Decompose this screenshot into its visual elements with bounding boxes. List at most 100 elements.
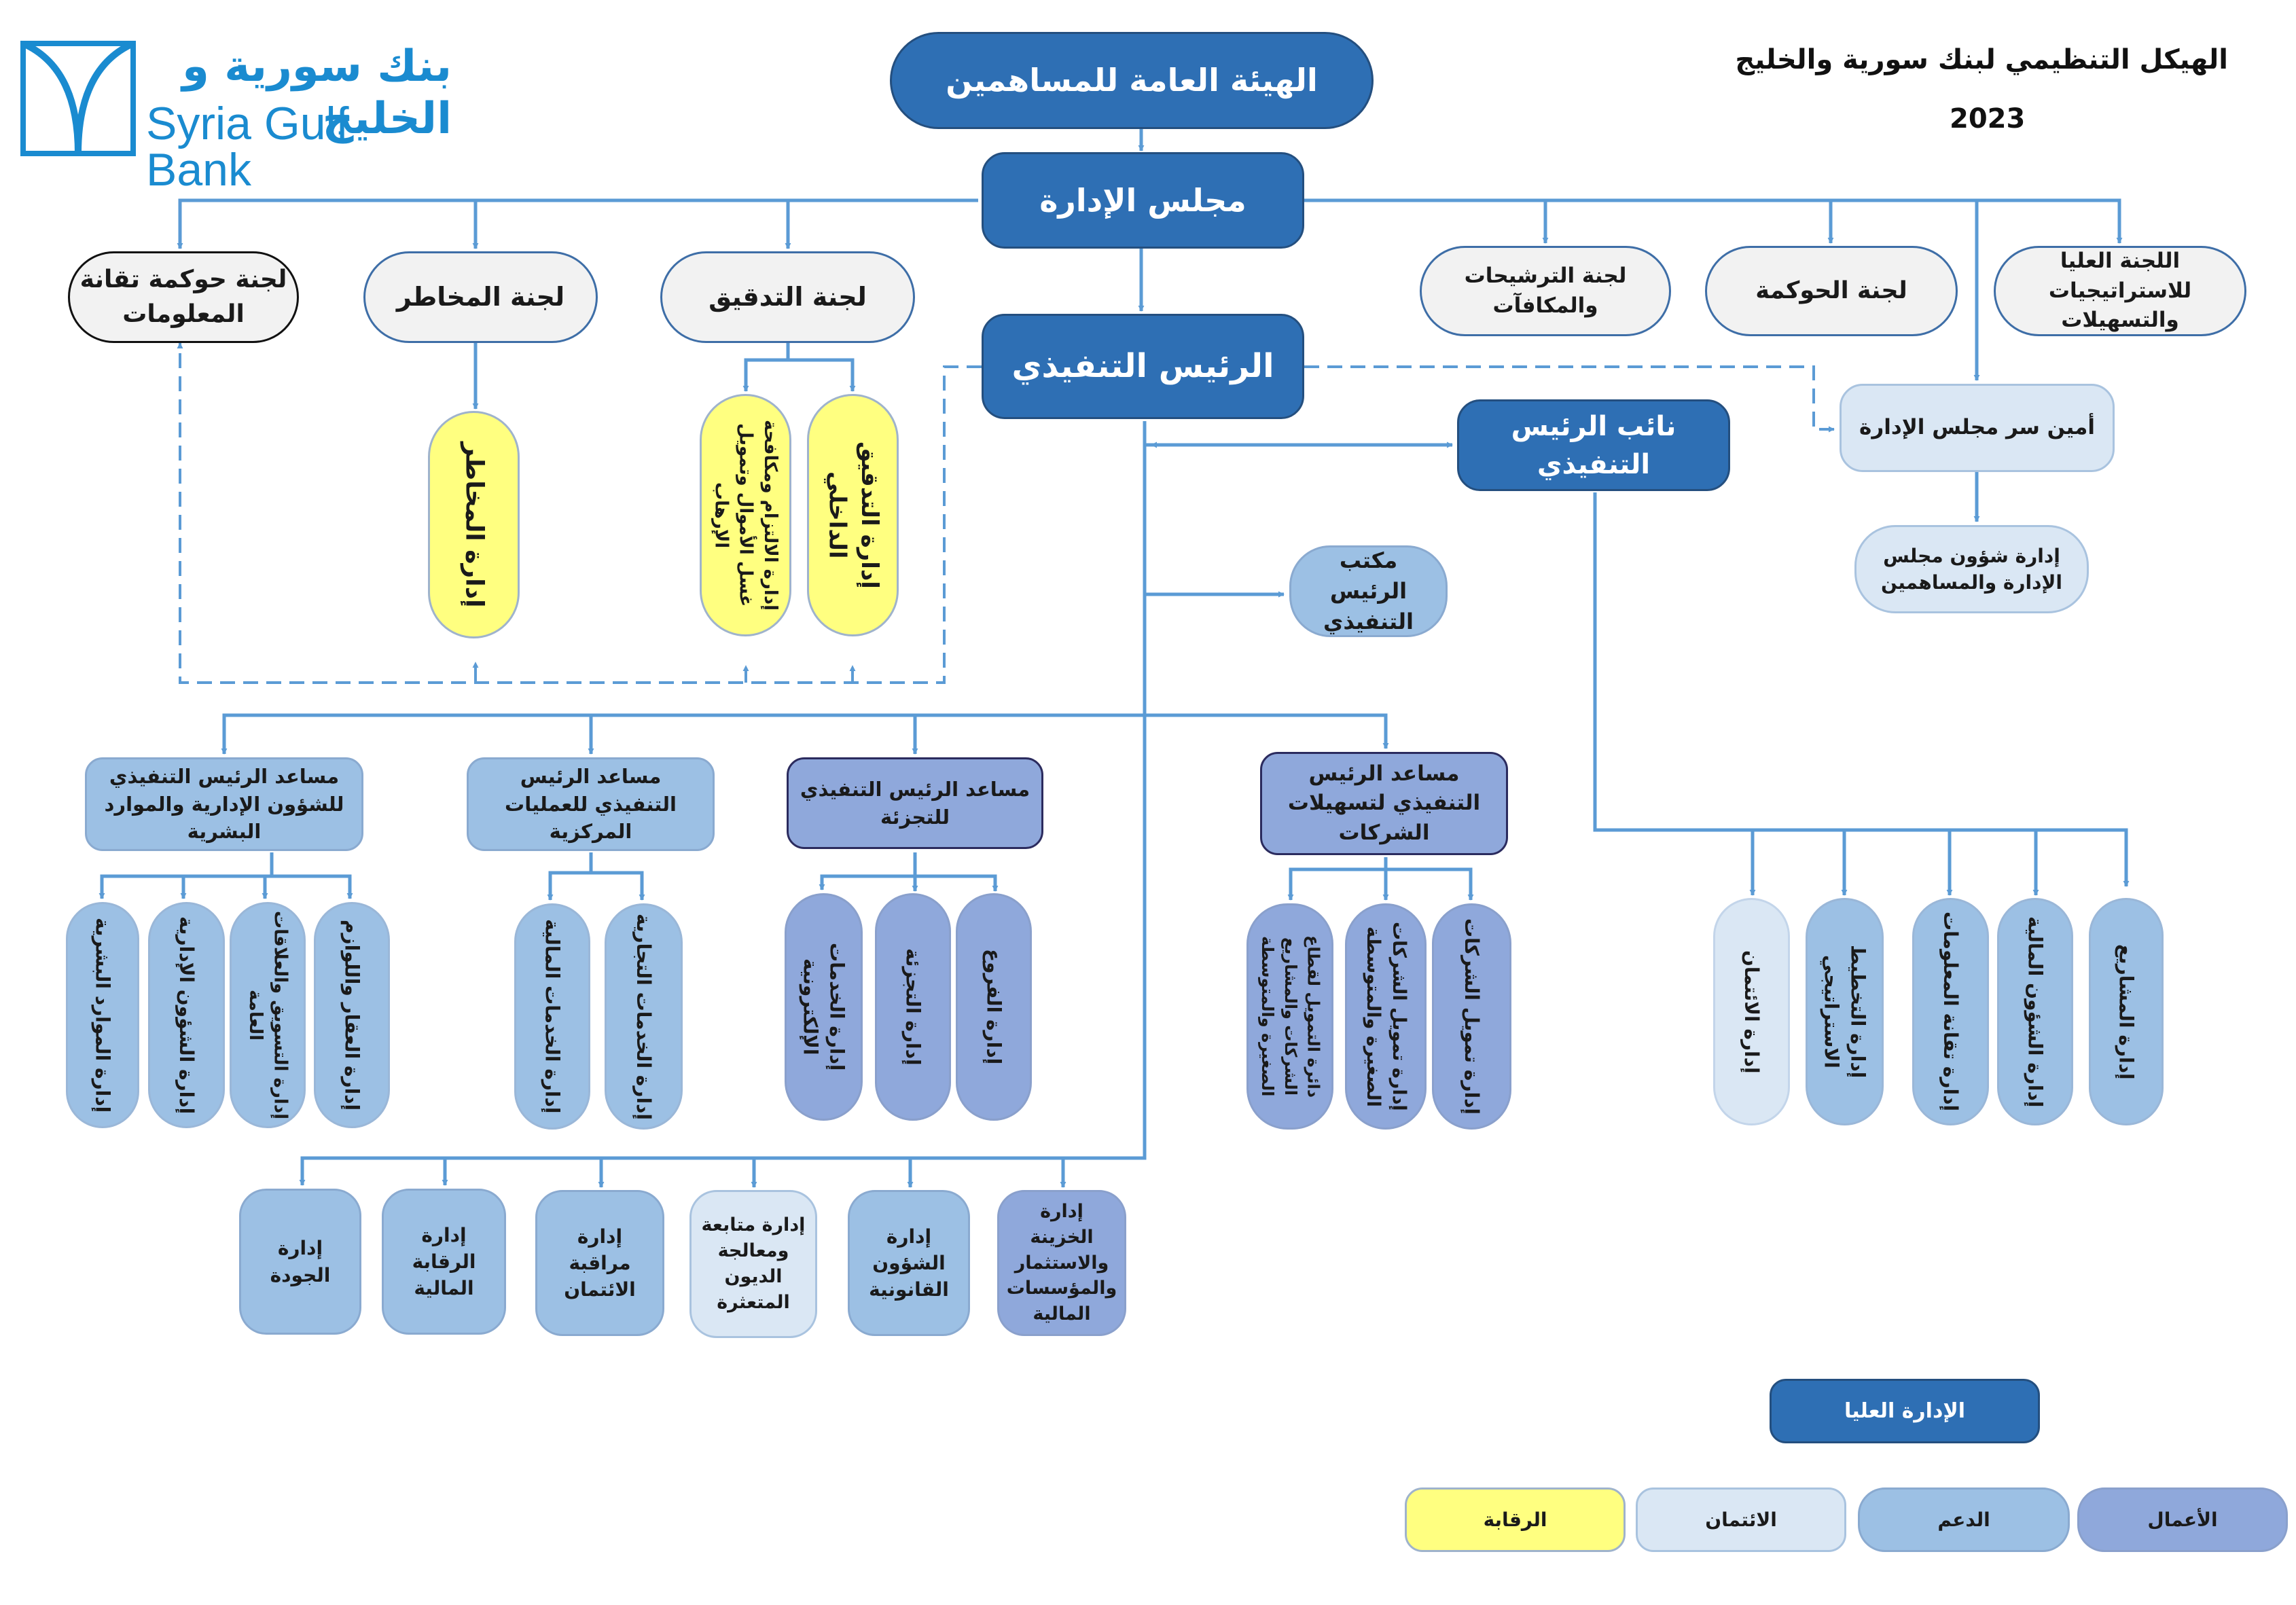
unit-admin-affairs-label: إدارة الشؤون الإدارية [175,916,198,1115]
unit-quality[interactable]: إدارة الجودة [239,1189,361,1335]
internal-audit-unit[interactable]: إدارة التدقيق الداخلي [807,394,899,636]
ceo-office-box[interactable]: مكتب الرئيس التنفيذي [1289,545,1448,637]
unit-projects-label: إدارة المشاريع [2115,943,2138,1080]
unit-trade-services[interactable]: إدارة الخدمات التجارية [605,903,683,1130]
logo-english: Syria Gulf Bank [146,98,349,196]
unit-financial-control-label: إدارة الرقابة المالية [412,1223,476,1300]
legend-support-label: الدعم [1937,1508,1990,1531]
unit-financial-control[interactable]: إدارة الرقابة المالية [382,1189,506,1335]
board-label: مجلس الإدارة [1039,181,1246,219]
legend-business-label: الأعمال [2147,1508,2218,1531]
unit-strategic-planning-label: إدارة التخطيط الاستراتيجي [1820,945,1869,1079]
unit-legal[interactable]: إدارة الشؤون القانونية [848,1190,970,1336]
unit-sme-financing-dept-label: دائرة التمويل لقطاع الشركات والمشاريع ال… [1258,935,1323,1098]
unit-branches[interactable]: إدارة الفروع [956,893,1032,1121]
board-secretary-label: أمين سر مجلس الإدارة [1859,415,2095,440]
unit-credit-monitoring-label: إدارة مراقبة الائتمان [564,1225,636,1301]
unit-it[interactable]: إدارة تقانة المعلومات [1912,898,1989,1125]
audit-committee[interactable]: لجنة التدقيق [660,251,915,343]
deputy-ceo-label: نائب الرئيس التنفيذي [1511,410,1676,480]
chart-title: الهيكل التنظيمي لبنك سورية والخليج [1735,44,2228,75]
ceo-office-label: مكتب الرئيس التنفيذي [1323,547,1414,634]
strategy-committee-label: اللجنة العليا للاستراتيجيات والتسهيلات [2048,249,2192,333]
audit-committee-label: لجنة التدقيق [708,281,867,312]
aml-unit[interactable]: إدارة الالتزام ومكافحة غسل الأموال وتموي… [700,394,791,636]
governance-committee[interactable]: لجنة الحوكمة [1705,246,1958,336]
board-box[interactable]: مجلس الإدارة [982,152,1304,249]
unit-real-estate[interactable]: إدارة العقار واللوازم [314,902,390,1128]
logo-arabic: بنك سورية و الخليج [182,41,452,144]
risks-committee-label: لجنة المخاطر [396,281,565,312]
unit-finance[interactable]: إدارة الشؤون المالية [1997,898,2073,1125]
unit-financial-services[interactable]: إدارة الخدمات المالية [514,903,590,1130]
risk-management-unit[interactable]: إدارة المخاطر [428,411,520,638]
general-assembly-box[interactable]: الهيئة العامة للمساهمين [890,32,1374,129]
unit-hr-label: إدارة الموارد البشرية [91,917,114,1113]
strategy-committee[interactable]: اللجنة العليا للاستراتيجيات والتسهيلات [1994,246,2246,336]
unit-marketing-label: إدارة التسويق والعلاقات العامة [245,911,291,1119]
nominations-committee-label: لجنة الترشيحات والمكافآت [1464,264,1627,318]
unit-quality-label: إدارة الجودة [270,1237,331,1286]
internal-audit-label: إدارة التدقيق الداخلي [823,441,884,589]
legend-control: الرقابة [1405,1487,1626,1552]
unit-strategic-planning[interactable]: إدارة التخطيط الاستراتيجي [1806,898,1884,1125]
deputy-ceo-box[interactable]: نائب الرئيس التنفيذي [1457,399,1730,491]
unit-e-services[interactable]: إدارة الخدمات الإلكترونية [785,893,863,1121]
chart-year: 2023 [1950,103,2026,134]
unit-financial-services-label: إدارة الخدمات المالية [541,919,564,1114]
unit-bad-debts[interactable]: إدارة متابعة ومعالجة الديون المتعثرة [689,1190,817,1338]
assistant-retail-label: مساعد الرئيس التنفيذي للتجزئة [800,777,1030,829]
assistant-corporate-label: مساعد الرئيس التنفيذي لتسهيلات الشركات [1287,761,1481,845]
unit-sme-financing[interactable]: إدارة تمويل الشركات الصغيرة والمتوسطة [1345,903,1427,1130]
unit-retail-label: إدارة التجزئة [901,948,925,1066]
it-governance-committee[interactable]: لجنة حوكمة تقانة المعلومات [68,251,299,343]
unit-projects[interactable]: إدارة المشاريع [2089,898,2164,1125]
legend-support: الدعم [1858,1487,2070,1552]
assistant-operations-box[interactable]: مساعد الرئيس التنفيذي للعمليات المركزية [467,757,715,851]
legend-credit: الائتمان [1636,1487,1846,1552]
unit-admin-affairs[interactable]: إدارة الشؤون الإدارية [148,902,225,1128]
unit-bad-debts-label: إدارة متابعة ومعالجة الديون المتعثرة [701,1214,806,1313]
risk-management-label: إدارة المخاطر [460,441,488,608]
unit-branches-label: إدارة الفروع [982,949,1005,1065]
ceo-box[interactable]: الرئيس التنفيذي [982,314,1304,419]
unit-finance-label: إدارة الشؤون المالية [2024,916,2047,1108]
general-assembly-label: الهيئة العامة للمساهمين [946,62,1318,99]
board-affairs-label: إدارة شؤون مجلس الإدارة والمساهمين [1881,544,2062,594]
unit-treasury[interactable]: إدارة الخزينة والاستثمار والمؤسسات المال… [997,1190,1126,1336]
it-governance-label: لجنة حوكمة تقانة المعلومات [79,266,287,328]
board-affairs-box[interactable]: إدارة شؤون مجلس الإدارة والمساهمين [1854,525,2089,613]
bank-logo: بنك سورية و الخليج Syria Gulf Bank [20,41,455,193]
unit-e-services-label: إدارة الخدمات الإلكترونية [799,943,848,1071]
legend-business: الأعمال [2077,1487,2288,1552]
unit-treasury-label: إدارة الخزينة والاستثمار والمؤسسات المال… [1006,1201,1117,1325]
risks-committee[interactable]: لجنة المخاطر [363,251,598,343]
unit-retail[interactable]: إدارة التجزئة [875,893,951,1121]
assistant-admin-hr-box[interactable]: مساعد الرئيس التنفيذي للشؤون الإدارية وا… [85,757,363,851]
assistant-retail-box[interactable]: مساعد الرئيس التنفيذي للتجزئة [787,757,1043,849]
unit-hr[interactable]: إدارة الموارد البشرية [66,902,139,1128]
legend-control-label: الرقابة [1483,1508,1547,1531]
legend-senior: الإدارة العليا [1770,1379,2040,1443]
unit-sme-financing-label: إدارة تمويل الشركات الصغيرة والمتوسطة [1363,922,1410,1111]
unit-credit-label: إدارة الائتمان [1740,950,1763,1074]
assistant-operations-label: مساعد الرئيس التنفيذي للعمليات المركزية [505,765,677,844]
aml-label: إدارة الالتزام ومكافحة غسل الأموال وتموي… [711,419,781,611]
board-secretary-box[interactable]: أمين سر مجلس الإدارة [1840,384,2115,472]
unit-credit[interactable]: إدارة الائتمان [1713,898,1790,1125]
ceo-label: الرئيس التنفيذي [1011,346,1274,385]
unit-it-label: إدارة تقانة المعلومات [1939,912,1962,1112]
governance-committee-label: لجنة الحوكمة [1755,277,1907,304]
unit-corporate-financing-label: إدارة تمويل الشركات [1460,918,1484,1115]
legend-credit-label: الائتمان [1705,1508,1777,1531]
unit-sme-financing-dept[interactable]: دائرة التمويل لقطاع الشركات والمشاريع ال… [1246,903,1333,1130]
assistant-corporate-box[interactable]: مساعد الرئيس التنفيذي لتسهيلات الشركات [1260,752,1508,855]
unit-corporate-financing[interactable]: إدارة تمويل الشركات [1432,903,1511,1130]
unit-marketing[interactable]: إدارة التسويق والعلاقات العامة [230,902,306,1128]
legend-senior-label: الإدارة العليا [1844,1399,1965,1423]
unit-credit-monitoring[interactable]: إدارة مراقبة الائتمان [535,1190,664,1336]
nominations-committee[interactable]: لجنة الترشيحات والمكافآت [1420,246,1671,336]
unit-legal-label: إدارة الشؤون القانونية [869,1225,949,1301]
unit-real-estate-label: إدارة العقار واللوازم [340,919,363,1111]
